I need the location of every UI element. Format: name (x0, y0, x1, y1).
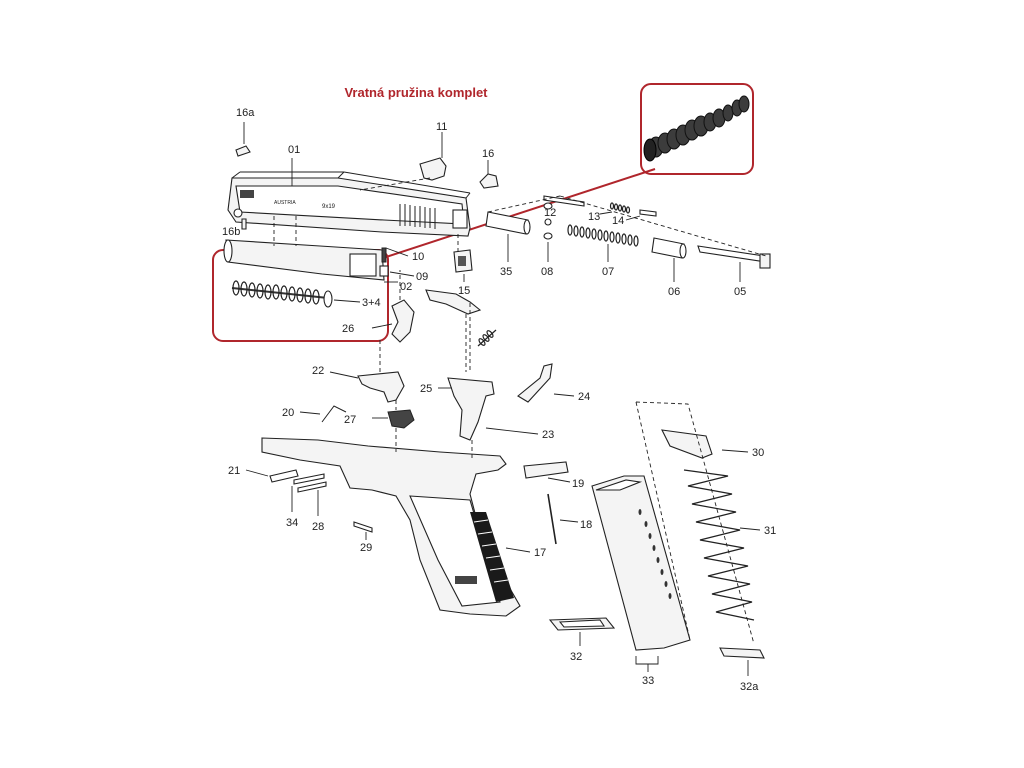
label-16: 16 (482, 148, 494, 160)
trigger-bar-upper (425, 289, 482, 315)
label-27: 27 (344, 414, 356, 426)
label-16b: 16b (222, 226, 240, 238)
label-23: 23 (542, 429, 554, 441)
trigger-pin-21 (245, 469, 299, 483)
spacer-sleeve-06 (651, 237, 687, 282)
label-3-4: 3+4 (362, 297, 381, 309)
label-14: 14 (612, 215, 624, 227)
label-32a: 32a (740, 681, 759, 693)
slide-lock-spring-20 (299, 405, 347, 423)
magazine-tube-33 (591, 475, 691, 672)
magazine-floor-plate-32 (548, 617, 616, 646)
magazine-spring-31 (683, 469, 761, 621)
label-02: 02 (400, 281, 412, 293)
locking-block-22 (329, 340, 405, 403)
label-10: 10 (412, 251, 424, 263)
label-05: 05 (734, 286, 746, 298)
label-31: 31 (764, 525, 776, 537)
label-30: 30 (752, 447, 764, 459)
trigger-spring-small (477, 329, 497, 347)
label-33: 33 (642, 675, 654, 687)
guide-firing-pin (487, 195, 561, 213)
label-16a: 16a (236, 107, 255, 119)
label-15: 15 (458, 285, 470, 297)
trigger-housing-pin-29 (353, 521, 373, 540)
receiver-frame-17 (261, 437, 531, 617)
label-35: 35 (500, 266, 512, 278)
slide-engraving-caliber: 9x19 (322, 204, 336, 210)
label-13: 13 (588, 211, 600, 223)
magazine-insert-32a (719, 647, 765, 676)
label-12: 12 (544, 207, 556, 219)
firing-pin-channel-pin-10 (381, 247, 409, 263)
extractor-depressor-plunger-13 (599, 202, 631, 215)
extractor-11 (359, 132, 447, 191)
connector-24 (517, 363, 575, 403)
label-07: 07 (602, 266, 614, 278)
slide-lock-19 (523, 461, 571, 483)
recoil-spring-highlight-box (640, 83, 754, 175)
label-20: 20 (282, 407, 294, 419)
spring-loaded-bearing-14 (625, 209, 657, 221)
label-26: 26 (342, 323, 354, 335)
label-21: 21 (228, 465, 240, 477)
highlight-connector-line (382, 168, 656, 259)
firing-pin-05 (697, 245, 771, 282)
label-06: 06 (668, 286, 680, 298)
label-08: 08 (541, 266, 553, 278)
label-22: 22 (312, 365, 324, 377)
label-19: 19 (572, 478, 584, 490)
label-18: 18 (580, 519, 592, 531)
firing-pin-safety-spring-35 (485, 211, 531, 262)
label-34: 34 (286, 517, 298, 529)
label-29: 29 (360, 542, 372, 554)
magazine-catch-spring-18 (547, 493, 579, 545)
slide-stop-lever-26 (371, 270, 415, 343)
spring-cups-08 (543, 232, 553, 262)
label-17: 17 (534, 547, 546, 559)
front-sight-16 (479, 160, 499, 189)
locking-block-pin-27 (372, 400, 415, 429)
slide-part-01: AUSTRIA 9x19 (227, 171, 471, 237)
magazine-assembly-guide (635, 401, 755, 645)
magazine-follower-30 (661, 429, 749, 459)
trigger-housing-25 (438, 377, 495, 441)
firing-pin-spring-07 (567, 224, 639, 262)
pins-34-28 (291, 473, 327, 516)
rear-sight-16a (235, 122, 251, 157)
label-32: 32 (570, 651, 582, 663)
label-11: 11 (436, 121, 447, 133)
label-28: 28 (312, 521, 324, 533)
spacer-sleeve-09 (379, 265, 415, 277)
slide-cover-plate-15 (453, 234, 473, 282)
recoil-spring-assembly-photo (643, 95, 750, 162)
firing-pin-safety-12 (543, 195, 585, 226)
label-25: 25 (420, 383, 432, 395)
slide-engraving-austria: AUSTRIA (274, 200, 296, 206)
recoil-spring-3-4 (231, 280, 361, 308)
leader-23 (485, 427, 539, 435)
label-01: 01 (288, 144, 300, 156)
screw-16b (241, 218, 247, 230)
barrel-part-02 (223, 239, 398, 283)
label-09: 09 (416, 271, 428, 283)
diagram-title: Vratná pružina komplet (344, 85, 488, 100)
label-24: 24 (578, 391, 590, 403)
